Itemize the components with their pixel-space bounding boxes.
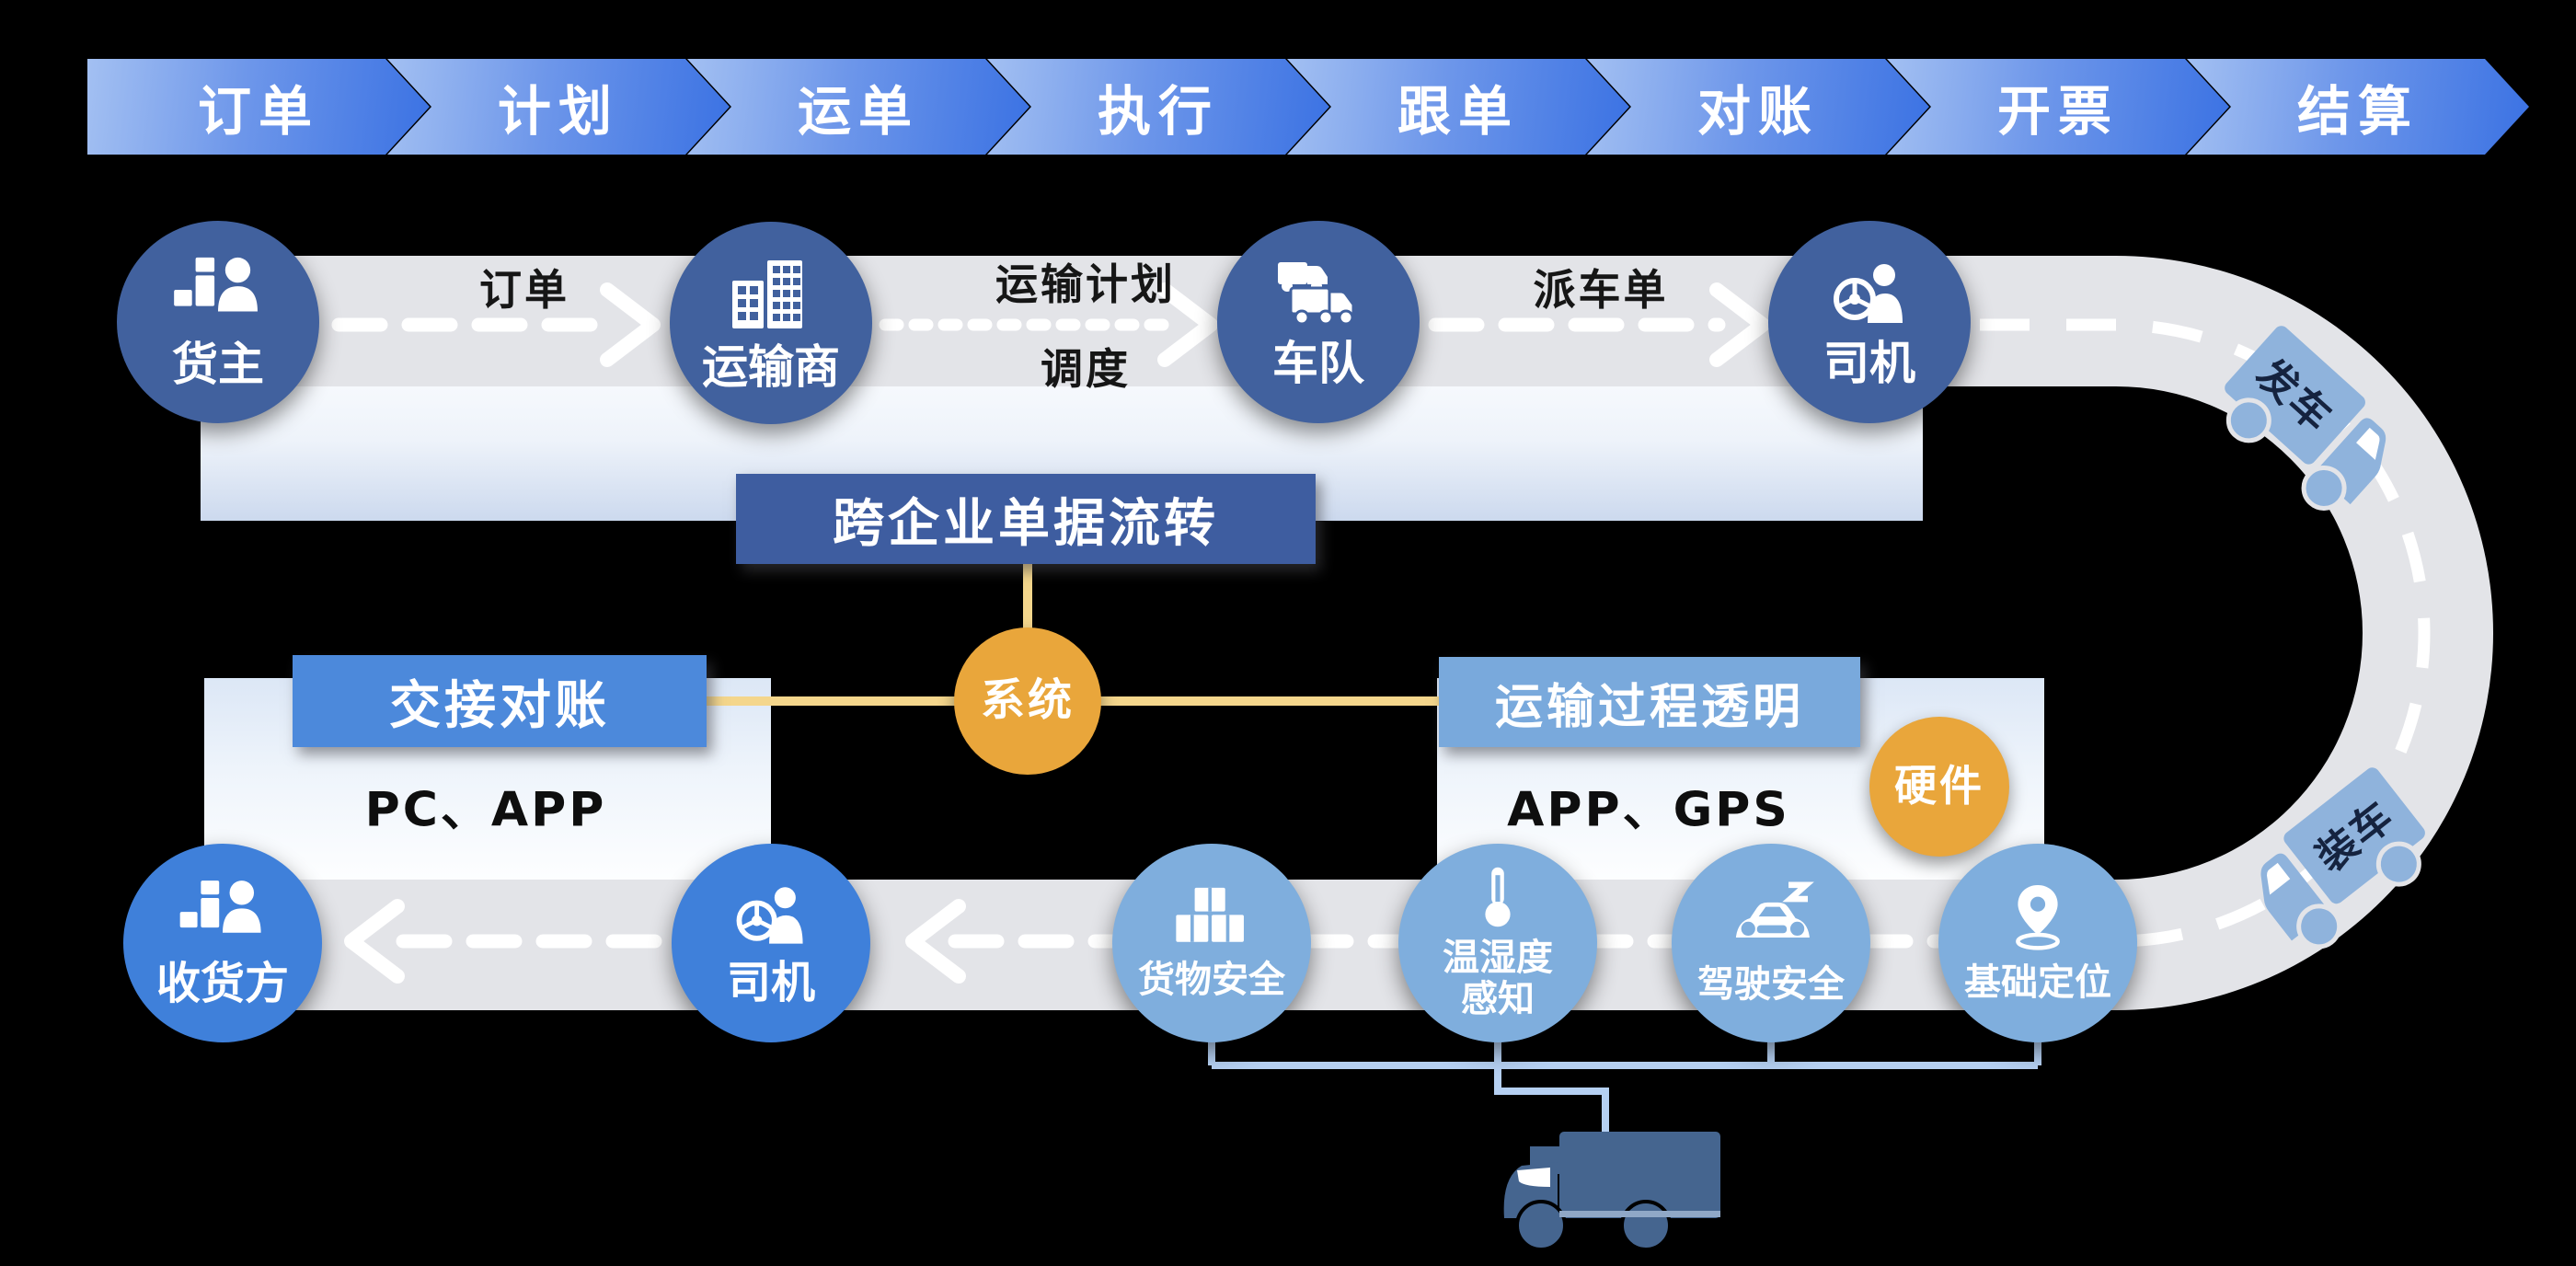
node-basic-location: 基础定位: [1938, 844, 2137, 1042]
steering-wheel-driver-icon: [736, 887, 803, 944]
node-label: 运输商: [702, 340, 840, 394]
node-label: 货主: [172, 338, 264, 391]
node-label: 司机: [726, 957, 815, 1009]
node-system: 系统: [954, 627, 1101, 775]
process-step-invoice: 开票: [1887, 59, 2229, 155]
node-driving-safety: 驾驶安全: [1672, 844, 1870, 1042]
edge-label-plan: 运输计划: [995, 259, 1176, 309]
node-temp-humidity: 温湿度 感知: [1398, 844, 1597, 1042]
person-with-cargo-icon: [174, 257, 258, 312]
node-label: 司机: [1823, 337, 1915, 390]
process-step-settle: 结算: [2187, 59, 2529, 155]
node-label-line2: 感知: [1461, 978, 1535, 1020]
node-receiver: 收货方: [123, 844, 322, 1042]
edge-label-order: 订单: [479, 265, 569, 315]
process-step-label: 计划: [497, 80, 619, 143]
process-step-label: 订单: [197, 80, 319, 143]
process-step-execute: 执行: [987, 59, 1329, 155]
car-fatigue-icon: [1735, 881, 1814, 938]
process-step-reconcile: 对账: [1587, 59, 1929, 155]
node-label: 硬件: [1894, 761, 1984, 811]
transparency-subtitle: APP、GPS: [1507, 782, 1790, 838]
node-cargo-safety: 货物安全: [1112, 844, 1311, 1042]
node-hardware: 硬件: [1869, 717, 2009, 857]
process-step-order: 订单: [87, 59, 430, 155]
process-step-label: 跟单: [1397, 80, 1519, 143]
edge-label-dispatch-sched: 调度: [1041, 344, 1131, 394]
hardware-truck: [1503, 1132, 1720, 1251]
transparency-title: 运输过程透明: [1494, 679, 1804, 735]
node-label: 基础定位: [1964, 961, 2111, 1004]
thermometer-icon: [1485, 867, 1511, 927]
arrow-plan-head: [1157, 282, 1218, 367]
node-label: 车队: [1272, 337, 1364, 390]
arrow-order-head: [600, 282, 661, 367]
node-driver-bottom: 司机: [672, 844, 870, 1042]
location-pin-icon: [2016, 884, 2060, 950]
handover-banner: 交接对账: [293, 655, 707, 747]
process-step-waybill: 运单: [687, 59, 1029, 155]
node-fleet: 车队: [1217, 221, 1420, 423]
edge-label-dispatch: 派车单: [1533, 265, 1669, 315]
node-label-line1: 温湿度: [1443, 937, 1553, 980]
transparency-banner: 运输过程透明: [1439, 657, 1860, 747]
cross-enterprise-doc-banner: 跨企业单据流转: [736, 474, 1316, 564]
node-label: 驾驶安全: [1697, 962, 1845, 1006]
steering-wheel-driver-icon: [1834, 264, 1903, 323]
process-step-plan: 计划: [387, 59, 730, 155]
cargo-boxes-icon: [1176, 887, 1244, 942]
sensor-connectors: [1208, 1040, 2041, 1132]
truck-fleet-icon: [1278, 262, 1355, 326]
process-step-label: 运单: [797, 80, 919, 143]
node-label: 货物安全: [1138, 958, 1285, 1001]
handover-subtitle: PC、APP: [364, 782, 607, 838]
process-step-label: 执行: [1097, 80, 1219, 143]
arrow-return2-head: [344, 899, 405, 984]
node-driver-top: 司机: [1768, 221, 1971, 423]
node-shipper: 货主: [117, 221, 319, 423]
depart-truck: 发车: [2225, 326, 2386, 511]
load-truck: 装车: [2260, 767, 2425, 950]
process-step-label: 对账: [1696, 80, 1819, 143]
node-carrier: 运输商: [670, 222, 872, 424]
node-label: 系统: [980, 674, 1075, 727]
arrow-dispatch-head: [1709, 282, 1770, 367]
arrow-return1-head: [905, 899, 966, 984]
process-step-label: 结算: [2296, 80, 2419, 143]
person-with-cargo-icon: [179, 880, 261, 933]
buildings-icon: [732, 260, 802, 328]
process-step-label: 开票: [1996, 80, 2119, 143]
process-step-track: 跟单: [1287, 59, 1629, 155]
handover-title: 交接对账: [389, 675, 610, 736]
cross-enterprise-doc-label: 跨企业单据流转: [833, 493, 1219, 554]
node-label: 收货方: [155, 958, 289, 1010]
